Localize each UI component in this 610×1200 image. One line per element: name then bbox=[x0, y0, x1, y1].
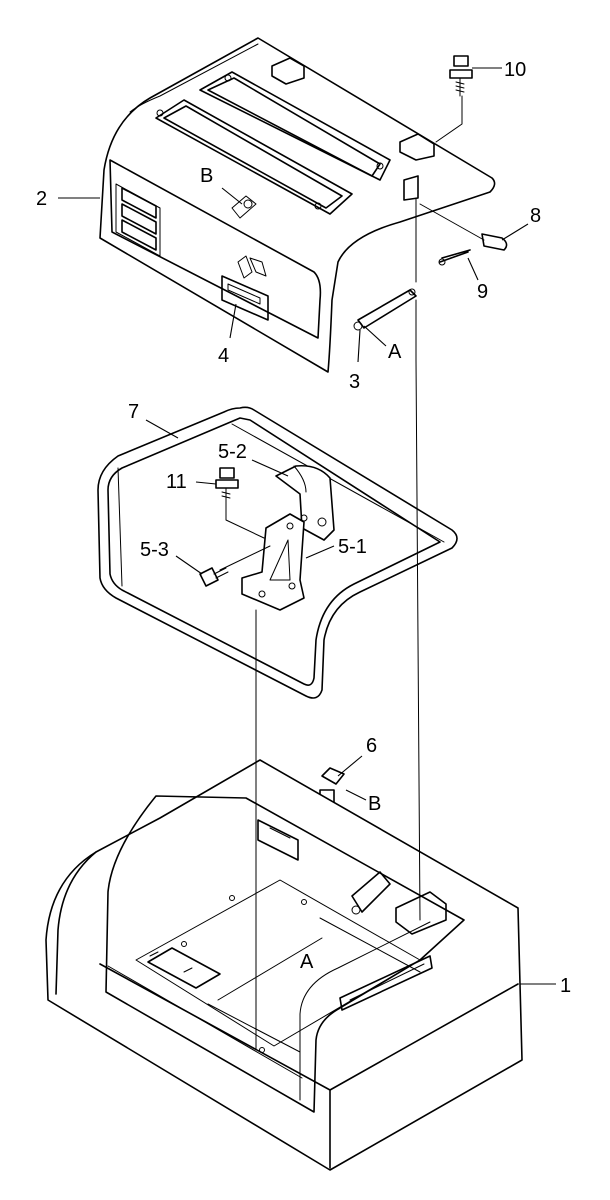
reference-a-top: A bbox=[388, 341, 402, 363]
reference-a-bottom: A bbox=[300, 951, 314, 973]
callout-4: 4 bbox=[218, 345, 229, 367]
frame-part-7 bbox=[97, 406, 458, 699]
alignment-lines bbox=[255, 197, 421, 1051]
callout-3: 3 bbox=[349, 371, 360, 393]
callout-2: 2 bbox=[36, 188, 47, 210]
callout-10: 10 bbox=[504, 59, 526, 81]
screw-part-5-3 bbox=[199, 545, 271, 587]
reference-b-bottom: B bbox=[368, 793, 381, 815]
callout-7: 7 bbox=[128, 401, 139, 423]
bracket-part-5-1 bbox=[241, 513, 305, 611]
reference-b-top: B bbox=[200, 165, 213, 187]
callout-8: 8 bbox=[530, 205, 541, 227]
top-cover bbox=[99, 37, 496, 373]
callout-6: 6 bbox=[366, 735, 377, 757]
callout-5-1: 5-1 bbox=[338, 536, 367, 558]
clip-part-9 bbox=[438, 249, 471, 266]
bolt-part-10 bbox=[435, 55, 473, 143]
callout-9: 9 bbox=[477, 281, 488, 303]
callout-5-3: 5-3 bbox=[140, 539, 169, 561]
base-part-1 bbox=[45, 759, 523, 1171]
bolt-part-11 bbox=[215, 467, 265, 539]
callout-11: 11 bbox=[166, 471, 187, 493]
callout-labels: 1 2 3 4 5-1 5-2 5-3 6 7 8 9 10 11 A B A … bbox=[36, 59, 571, 997]
leader-lines bbox=[58, 67, 556, 985]
callout-5-2: 5-2 bbox=[218, 441, 247, 463]
pin-part-8 bbox=[419, 203, 508, 251]
callout-1: 1 bbox=[560, 975, 571, 997]
bracket-part-5-2 bbox=[275, 464, 335, 541]
